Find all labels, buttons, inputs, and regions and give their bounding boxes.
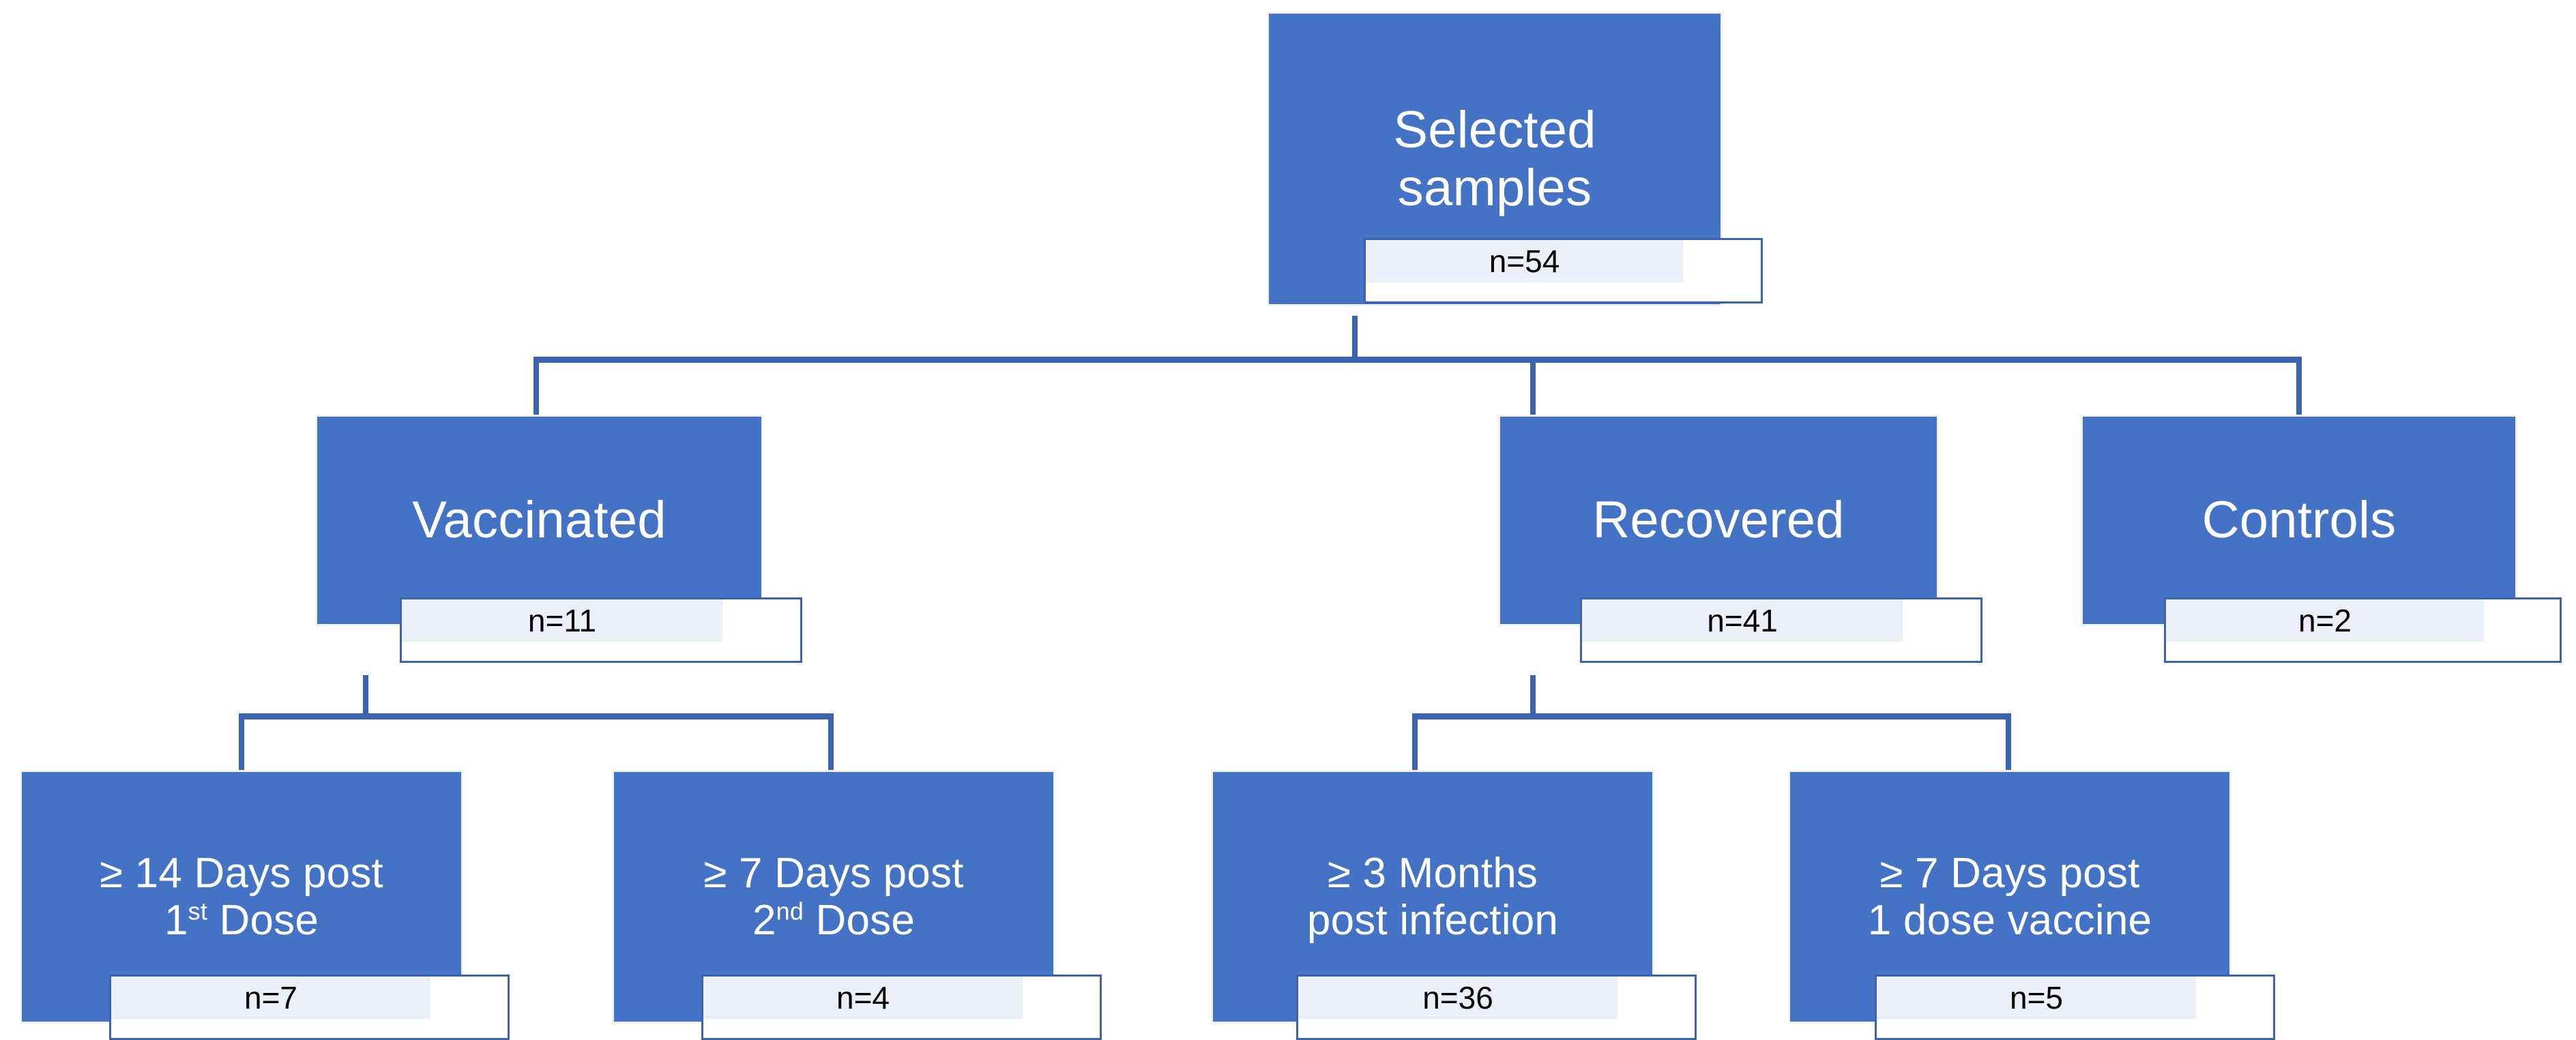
node-14days-post-1st-dose-label: ≥ 14 Days post 1st Dose bbox=[22, 850, 461, 945]
count-badge-vaccinated: n=11 bbox=[400, 597, 802, 663]
connector-vaccinated-stem bbox=[363, 675, 368, 717]
node-controls[interactable]: Controls bbox=[2081, 415, 2517, 626]
connector-level1-bus bbox=[533, 357, 2302, 363]
node-3months-post-infection-label: ≥ 3 Months post infection bbox=[1213, 850, 1652, 945]
count-badge-14days-value: n=7 bbox=[111, 977, 430, 1019]
count-badge-7days-post-2nd-dose: n=4 bbox=[701, 975, 1102, 1040]
node-3months-line2: post infection bbox=[1306, 897, 1559, 944]
node-7days1-line2: 1 dose vaccine bbox=[1867, 897, 2152, 944]
connector-drop-vacc-dose2 bbox=[828, 713, 834, 776]
count-badge-selected-samples-value: n=54 bbox=[1366, 240, 1683, 282]
node-selected-samples-line1: Selected bbox=[1393, 100, 1596, 159]
connector-drop-rec-3months bbox=[1412, 713, 1418, 776]
node-vaccinated-label: Vaccinated bbox=[412, 491, 667, 550]
node-controls-label: Controls bbox=[2201, 491, 2397, 550]
count-badge-recovered-value: n=41 bbox=[1582, 599, 1903, 642]
connector-drop-vaccinated bbox=[533, 357, 539, 430]
connector-drop-controls bbox=[2296, 357, 2302, 430]
node-7days-post-1-dose-vaccine-label: ≥ 7 Days post 1 dose vaccine bbox=[1790, 850, 2229, 945]
node-14days-line1: ≥ 14 Days post bbox=[100, 849, 383, 897]
count-badge-controls-value: n=2 bbox=[2166, 599, 2484, 642]
node-selected-samples-label: Selected samples bbox=[1269, 101, 1721, 217]
node-recovered-label: Recovered bbox=[1592, 491, 1845, 550]
node-7days1-line1: ≥ 7 Days post bbox=[1879, 849, 2140, 897]
connector-vaccinated-bus bbox=[239, 713, 834, 719]
node-7days2-line2: 2nd Dose bbox=[752, 897, 916, 944]
count-badge-3months-value: n=36 bbox=[1298, 977, 1618, 1019]
ordinal-suffix-st: st bbox=[188, 897, 208, 925]
count-badge-controls: n=2 bbox=[2164, 597, 2562, 663]
node-vaccinated[interactable]: Vaccinated bbox=[315, 415, 763, 626]
connector-drop-vacc-dose1 bbox=[239, 713, 244, 776]
node-7days-post-2nd-dose-label: ≥ 7 Days post 2nd Dose bbox=[614, 850, 1053, 945]
connector-recovered-stem bbox=[1530, 675, 1536, 717]
node-3months-line1: ≥ 3 Months bbox=[1327, 849, 1538, 897]
ordinal-suffix-nd: nd bbox=[776, 897, 804, 925]
count-badge-recovered: n=41 bbox=[1580, 597, 1982, 663]
node-14days-line2: 1st Dose bbox=[164, 897, 319, 944]
connector-drop-rec-1dose bbox=[2006, 713, 2011, 776]
count-badge-vaccinated-value: n=11 bbox=[402, 599, 722, 642]
connector-recovered-bus bbox=[1412, 713, 2011, 719]
count-badge-7days1-value: n=5 bbox=[1877, 977, 2196, 1019]
node-recovered[interactable]: Recovered bbox=[1498, 415, 1939, 626]
connector-drop-recovered bbox=[1530, 357, 1536, 430]
count-badge-14days-post-1st-dose: n=7 bbox=[109, 975, 510, 1040]
count-badge-7days-post-1-dose-vaccine: n=5 bbox=[1875, 975, 2275, 1040]
count-badge-3months-post-infection: n=36 bbox=[1296, 975, 1697, 1040]
node-7days2-line1: ≥ 7 Days post bbox=[703, 849, 964, 897]
count-badge-7days2-value: n=4 bbox=[703, 977, 1023, 1019]
connector-root-stem bbox=[1352, 316, 1358, 361]
count-badge-selected-samples: n=54 bbox=[1364, 238, 1763, 303]
node-selected-samples-line2: samples bbox=[1397, 159, 1592, 217]
